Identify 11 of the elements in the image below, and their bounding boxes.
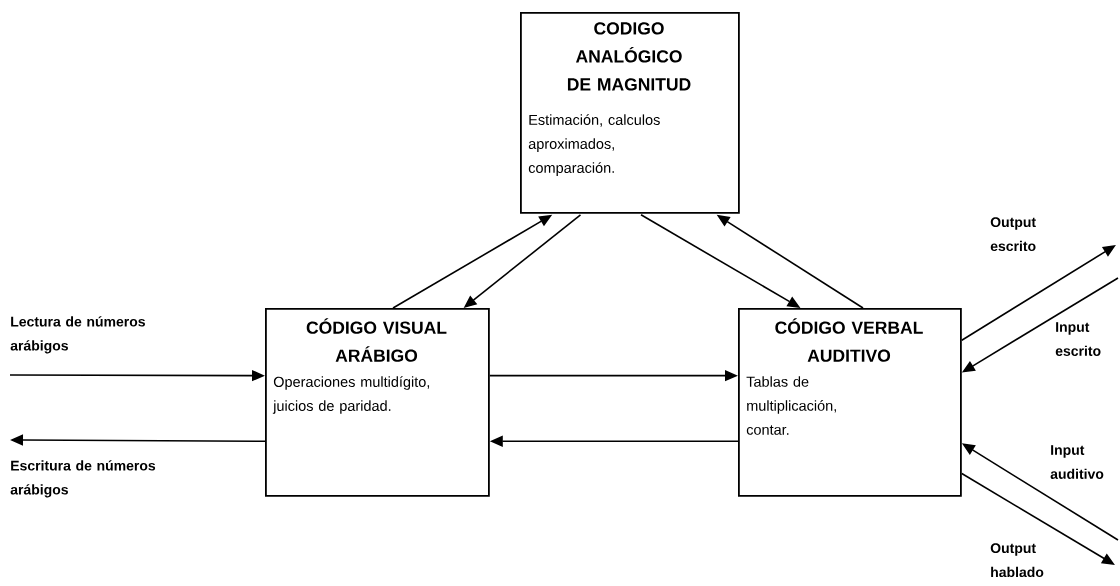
arrow	[961, 245, 1116, 342]
process-box: CODIGO ANALÓGICO DE MAGNITUD Estimación, calculos aproximados, comparación.	[520, 12, 740, 214]
edge-label: Output escrito	[990, 217, 1036, 252]
arrow	[961, 472, 1115, 565]
edge-label: Lectura de números arábigos	[10, 316, 145, 354]
edge-label: Escritura de números arábigos	[10, 460, 156, 498]
edge-label: Output hablado	[990, 543, 1044, 578]
edge-label: Input auditivo	[1050, 445, 1104, 479]
process-box: CÓDIGO VISUAL ARÁBIGO Operaciones multidígito, juicios de paridad.	[265, 308, 490, 497]
process-box: CÓDIGO VERBAL AUDITIVO Tablas de multiplicación, contar.	[738, 308, 962, 497]
edge-label: Input escrito	[1055, 322, 1101, 356]
